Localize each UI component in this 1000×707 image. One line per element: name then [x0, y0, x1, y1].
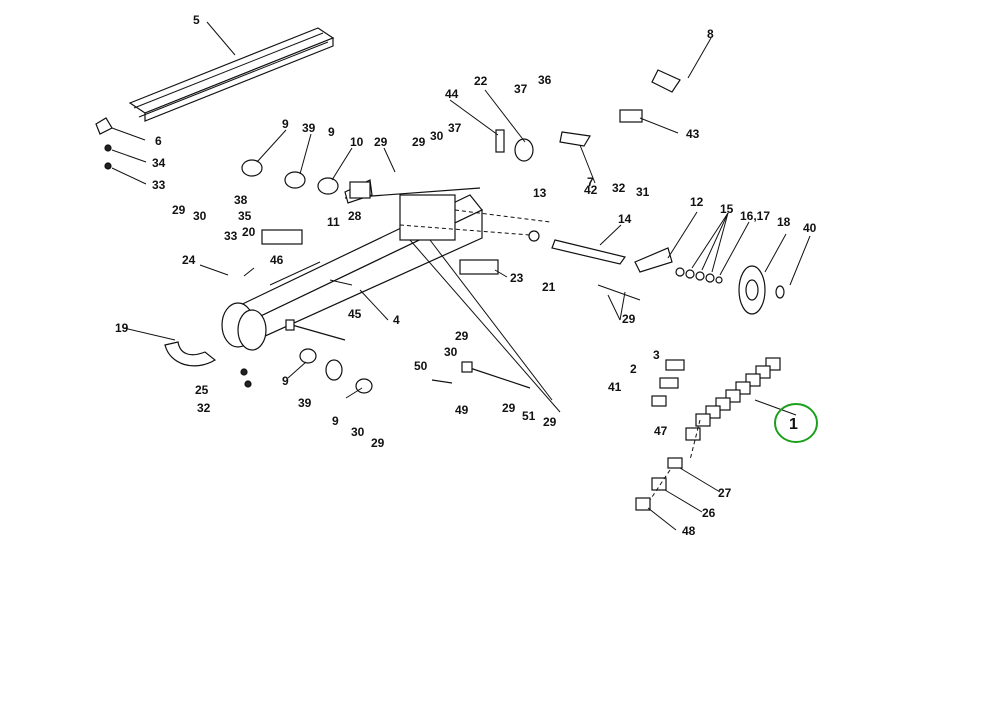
callout-33b: 33 [224, 229, 238, 243]
callout-8: 8 [707, 27, 714, 41]
callout-7: 7 [587, 175, 594, 189]
callout-51: 51 [522, 409, 536, 423]
callout-43: 43 [686, 127, 700, 141]
callout-1-highlighted: 1 [789, 416, 798, 433]
callout-30b: 30 [193, 209, 207, 223]
pulley-18-part [738, 265, 785, 315]
callout-3: 3 [653, 348, 660, 362]
callout-14: 14 [618, 212, 632, 226]
callout-50: 50 [414, 359, 428, 373]
callout-29a: 29 [374, 135, 388, 149]
callout-49: 49 [455, 403, 469, 417]
callout-29g: 29 [543, 415, 557, 429]
callout-10: 10 [350, 135, 364, 149]
assembly-lines [399, 209, 701, 501]
callout-31: 31 [636, 185, 650, 199]
callout-36: 36 [538, 73, 552, 87]
callout-32b: 32 [197, 401, 211, 415]
callout-29d: 29 [622, 312, 636, 326]
callout-12: 12 [690, 195, 704, 209]
callout-46: 46 [270, 253, 284, 267]
washers-15-part [675, 267, 723, 284]
shaft-14-part [528, 230, 673, 273]
callout-37: 37 [514, 82, 528, 96]
callout-16-17: 16,17 [740, 209, 770, 223]
callout-24: 24 [182, 253, 196, 267]
callout-33: 33 [152, 178, 166, 192]
callout-15: 15 [720, 202, 734, 216]
misc-small-parts [95, 69, 681, 394]
bracket-19-part [164, 341, 217, 367]
callout-4: 4 [393, 313, 400, 327]
callout-39: 39 [302, 121, 316, 135]
callout-37b: 37 [448, 121, 462, 135]
callout-32a: 32 [612, 181, 626, 195]
callout-9: 9 [282, 117, 289, 131]
callout-29e: 29 [455, 329, 469, 343]
callout-30d: 30 [351, 425, 365, 439]
bolt-45-part [285, 319, 346, 341]
callout-9d: 9 [332, 414, 339, 428]
callout-28a: 28 [348, 209, 362, 223]
callout-42: 42 [584, 183, 598, 197]
callout-9c: 9 [282, 374, 289, 388]
callout-29h: 29 [371, 436, 385, 450]
callout-21: 21 [542, 280, 556, 294]
main-beam-part [221, 194, 483, 351]
callout-30c: 30 [444, 345, 458, 359]
callout-labels: 5 8 22 36 37 44 43 6 34 33 9 39 9 10 29 … [115, 13, 817, 538]
callout-41: 41 [608, 380, 622, 394]
callout-29f: 29 [502, 401, 516, 415]
callout-26: 26 [702, 506, 716, 520]
callout-25: 25 [195, 383, 209, 397]
callout-19: 19 [115, 321, 129, 335]
highlight-ring [774, 403, 818, 443]
callout-44: 44 [445, 87, 459, 101]
callout-20: 20 [242, 225, 256, 239]
small-parts-27-26-48 [635, 457, 683, 511]
callout-45: 45 [348, 307, 362, 321]
callout-6: 6 [155, 134, 162, 148]
callout-35: 35 [238, 209, 252, 223]
callout-13: 13 [533, 186, 547, 200]
plates-1-part [651, 357, 781, 441]
callout-2: 2 [630, 362, 637, 376]
callout-48: 48 [682, 524, 696, 538]
rail-part [128, 27, 335, 122]
callout-39b: 39 [298, 396, 312, 410]
callout-30a: 30 [430, 129, 444, 143]
callout-18: 18 [777, 215, 791, 229]
callout-9b: 9 [328, 125, 335, 139]
callout-29b: 29 [412, 135, 426, 149]
callout-11: 11 [327, 215, 340, 229]
leader-lines [111, 21, 811, 531]
callout-40: 40 [803, 221, 817, 235]
callout-34: 34 [152, 156, 166, 170]
bolt-49-part [431, 361, 531, 389]
callout-23: 23 [510, 271, 524, 285]
callout-29c: 29 [172, 203, 186, 217]
callout-22: 22 [474, 74, 488, 88]
callout-47: 47 [654, 424, 668, 438]
callout-27: 27 [718, 486, 732, 500]
callout-5: 5 [193, 13, 200, 27]
callout-38: 38 [234, 193, 248, 207]
